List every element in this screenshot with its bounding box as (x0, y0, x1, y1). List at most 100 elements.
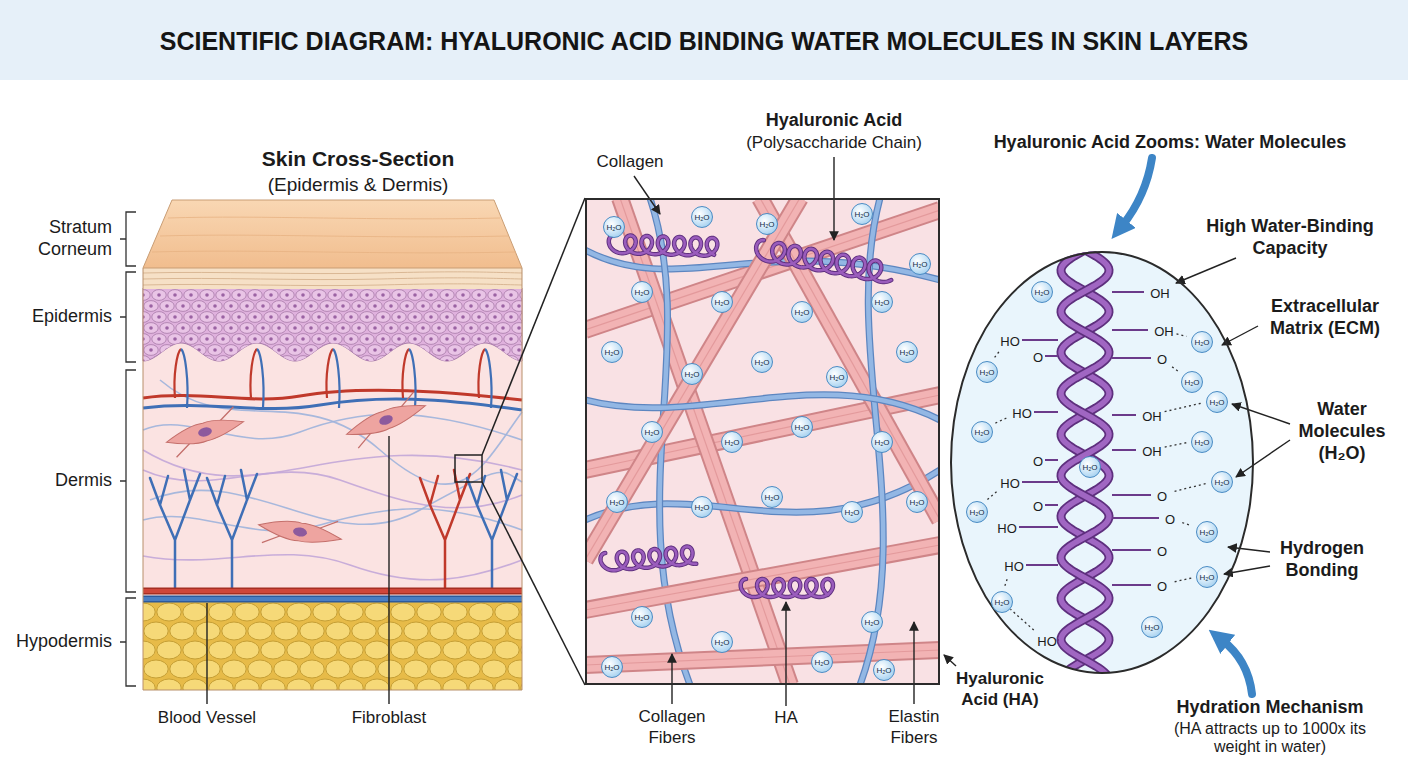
cell-nucleus (517, 304, 521, 308)
epidermal-cell (384, 345, 398, 356)
cell-nucleus (277, 304, 281, 308)
fat-cell (183, 603, 207, 621)
helix-strand (1061, 248, 1109, 680)
collagen-fiber (760, 198, 940, 520)
label-box: Epidermis (12, 306, 112, 328)
fat-cell (157, 679, 181, 690)
epidermal-cell (320, 301, 334, 312)
hyaluronic-coil (609, 235, 718, 256)
zoom-heading: Hyaluronic Acid Zooms: Water Molecules (970, 132, 1370, 154)
cell-nucleus (501, 348, 505, 352)
stratum-top-face (143, 200, 522, 268)
text-holder: H₂O (1181, 371, 1203, 393)
cell-nucleus (381, 337, 385, 341)
cell-nucleus (445, 315, 449, 319)
mechanism-note: (HA attracts up to 1000x its weight in w… (1170, 720, 1370, 756)
epidermal-cell (200, 334, 214, 345)
cell-nucleus (477, 337, 481, 341)
cell-nucleus (493, 337, 497, 341)
epidermal-cell (456, 312, 470, 323)
text-holder: H₂O (721, 431, 743, 453)
collagen-fiber (585, 545, 940, 610)
fat-cell (209, 641, 233, 659)
cell-nucleus (389, 304, 393, 308)
hydrogen-bond (1182, 523, 1191, 526)
collagen-fiber (760, 198, 940, 520)
epidermal-cell (296, 334, 310, 345)
water-molecule: H₂O (1206, 391, 1228, 413)
fat-cell (235, 679, 259, 690)
epidermal-cell (144, 323, 158, 334)
epidermal-cell (464, 345, 478, 356)
water-molecule: H₂O (971, 421, 993, 443)
cell-nucleus (237, 293, 241, 297)
water-molecule: H₂O (761, 486, 783, 508)
cell-nucleus (397, 337, 401, 341)
epidermal-cell (328, 290, 342, 301)
cell-nucleus (269, 315, 273, 319)
epidermal-cell (488, 356, 502, 367)
cell-nucleus (205, 315, 209, 319)
epidermal-cell (200, 290, 214, 301)
text-holder: H₂O (631, 281, 653, 303)
fat-cell (235, 603, 259, 621)
epidermal-cell (424, 356, 438, 367)
epidermal-cell (480, 345, 494, 356)
hyaluronic-coil (609, 235, 718, 256)
water-molecule: H₂O (601, 341, 623, 363)
cell-nucleus (309, 304, 313, 308)
chemical-group: HO (1004, 560, 1024, 574)
epidermal-cell (384, 323, 398, 334)
vessel-branch (207, 470, 257, 588)
text-holder: H₂O (991, 591, 1013, 613)
hydrogen-bond (1175, 483, 1207, 491)
water-molecule: H₂O (871, 431, 893, 453)
epidermal-cell (416, 345, 430, 356)
hydrogen-bond (1005, 579, 1008, 587)
fat-cell (235, 641, 259, 659)
cell-nucleus (285, 293, 289, 297)
label-box: Collagen Fibers (632, 707, 712, 748)
epidermal-cell (400, 301, 414, 312)
epidermal-cell (208, 323, 222, 334)
text-holder: H₂O (811, 651, 833, 673)
epidermal-cell (472, 290, 486, 301)
cell-nucleus (245, 326, 249, 330)
part-label: Hyaluronic Acid (HA) (952, 669, 1048, 710)
fat-cell (495, 603, 519, 621)
epidermal-cell (328, 312, 342, 323)
epidermal-cell (488, 334, 502, 345)
cell-nucleus (165, 348, 169, 352)
collagen-fibril (585, 198, 800, 560)
epidermal-cell (152, 356, 166, 367)
part-label: Fibroblast (334, 708, 444, 729)
leader-arrow (1228, 547, 1270, 552)
epidermal-cell (472, 312, 486, 323)
epidermal-cell (400, 323, 414, 334)
cell-nucleus (245, 348, 249, 352)
dermis-fiber (150, 472, 522, 524)
fat-cell (443, 679, 467, 690)
zoom-line (482, 198, 585, 455)
label-box: Water Molecules (H₂O) (1287, 399, 1397, 465)
epidermal-cell (280, 312, 294, 323)
bond-stub (1112, 449, 1136, 451)
cell-nucleus (157, 293, 161, 297)
epidermal-cell (256, 301, 270, 312)
epidermal-cell (312, 312, 326, 323)
vessel-branch (420, 470, 470, 588)
fat-cell (430, 660, 454, 678)
cell-nucleus (453, 348, 457, 352)
epidermal-cell (160, 323, 174, 334)
epidermal-cell (368, 323, 382, 334)
cell-nucleus (525, 293, 529, 297)
text-holder: O (1033, 500, 1043, 514)
water-molecule: H₂O (1191, 431, 1213, 453)
part-label: HA (766, 708, 806, 729)
epidermal-cell (504, 290, 518, 301)
cell-nucleus (525, 315, 529, 319)
water-molecule: H₂O (861, 611, 883, 633)
epidermal-cell (456, 334, 470, 345)
epidermal-cell (336, 301, 350, 312)
